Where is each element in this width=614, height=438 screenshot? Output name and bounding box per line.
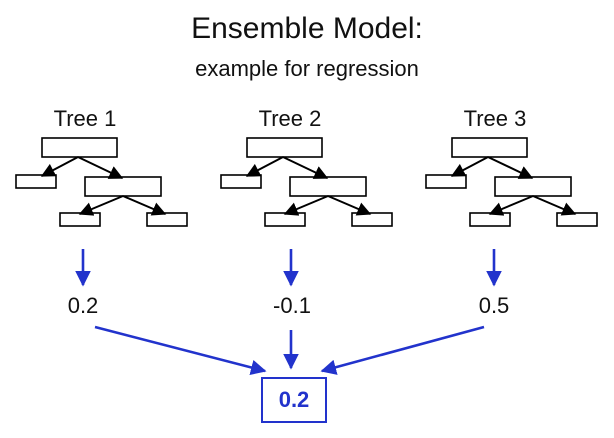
tree-edge xyxy=(487,156,534,179)
tree-edge xyxy=(532,195,577,216)
tree-edge xyxy=(283,195,329,216)
tree-edge xyxy=(122,195,167,216)
diagram-subtitle: example for regression xyxy=(195,56,419,81)
tree-node xyxy=(264,212,306,227)
tree-node xyxy=(41,137,118,158)
diagram-title: Ensemble Model: xyxy=(191,12,423,45)
tree-edge xyxy=(40,156,79,177)
tree-3-glyph xyxy=(425,137,598,227)
final-prediction-value: 0.2 xyxy=(278,387,310,412)
tree-node xyxy=(351,212,393,227)
tree-edge xyxy=(78,195,124,216)
tree-edge xyxy=(282,156,329,179)
tree-node xyxy=(556,212,598,227)
tree-2-prediction: -0.1 xyxy=(273,293,311,318)
tree-node xyxy=(146,212,188,227)
tree-node xyxy=(289,176,367,197)
tree-edge xyxy=(450,156,489,177)
tree-3-label: Tree 3 xyxy=(463,106,527,131)
tree-edge xyxy=(245,156,284,177)
tree-1-label: Tree 1 xyxy=(53,106,117,131)
tree-2-glyph xyxy=(220,137,393,227)
aggregation-arrow-3 xyxy=(320,325,485,375)
tree-node xyxy=(425,174,467,189)
tree-node xyxy=(246,137,323,158)
final-prediction-box: 0.2 xyxy=(261,377,327,423)
tree-edge xyxy=(327,195,372,216)
tree-node xyxy=(469,212,511,227)
tree-node xyxy=(15,174,57,189)
tree-1-glyph xyxy=(15,137,188,227)
tree-node xyxy=(220,174,262,189)
tree-edge xyxy=(488,195,534,216)
tree-2-label: Tree 2 xyxy=(258,106,322,131)
tree-node xyxy=(84,176,162,197)
tree-node xyxy=(451,137,528,158)
tree-1-prediction: 0.2 xyxy=(67,293,99,318)
tree-node xyxy=(494,176,572,197)
tree-3-prediction: 0.5 xyxy=(478,293,510,318)
tree-edge xyxy=(77,156,124,179)
aggregation-arrow-1 xyxy=(94,325,267,376)
tree-node xyxy=(59,212,101,227)
